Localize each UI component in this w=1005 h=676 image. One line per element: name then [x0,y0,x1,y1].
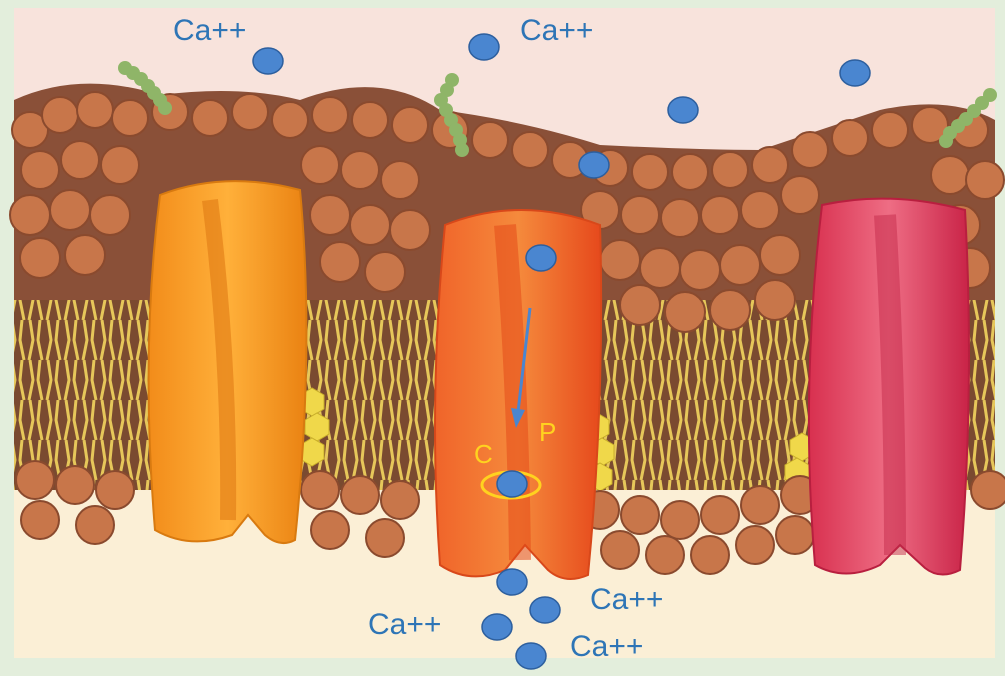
calcium-label-top-mid: Ca++ [520,16,593,46]
calcium-ion [579,152,609,178]
calcium-ion [497,569,527,595]
calcium-ion [497,471,527,497]
marker-c-label: C [474,441,493,467]
calcium-ion [516,643,546,669]
calcium-label-bottom-right-lower: Ca++ [570,632,643,662]
calcium-ion [668,97,698,123]
calcium-label-bottom-right-upper: Ca++ [590,585,663,615]
calcium-label-top-left: Ca++ [173,16,246,46]
calcium-label-bottom-left: Ca++ [368,610,441,640]
calcium-ion [840,60,870,86]
calcium-ion [469,34,499,60]
calcium-ion [530,597,560,623]
calcium-ion [253,48,283,74]
calcium-ion [526,245,556,271]
marker-p-label: P [539,419,556,445]
calcium-ion [482,614,512,640]
